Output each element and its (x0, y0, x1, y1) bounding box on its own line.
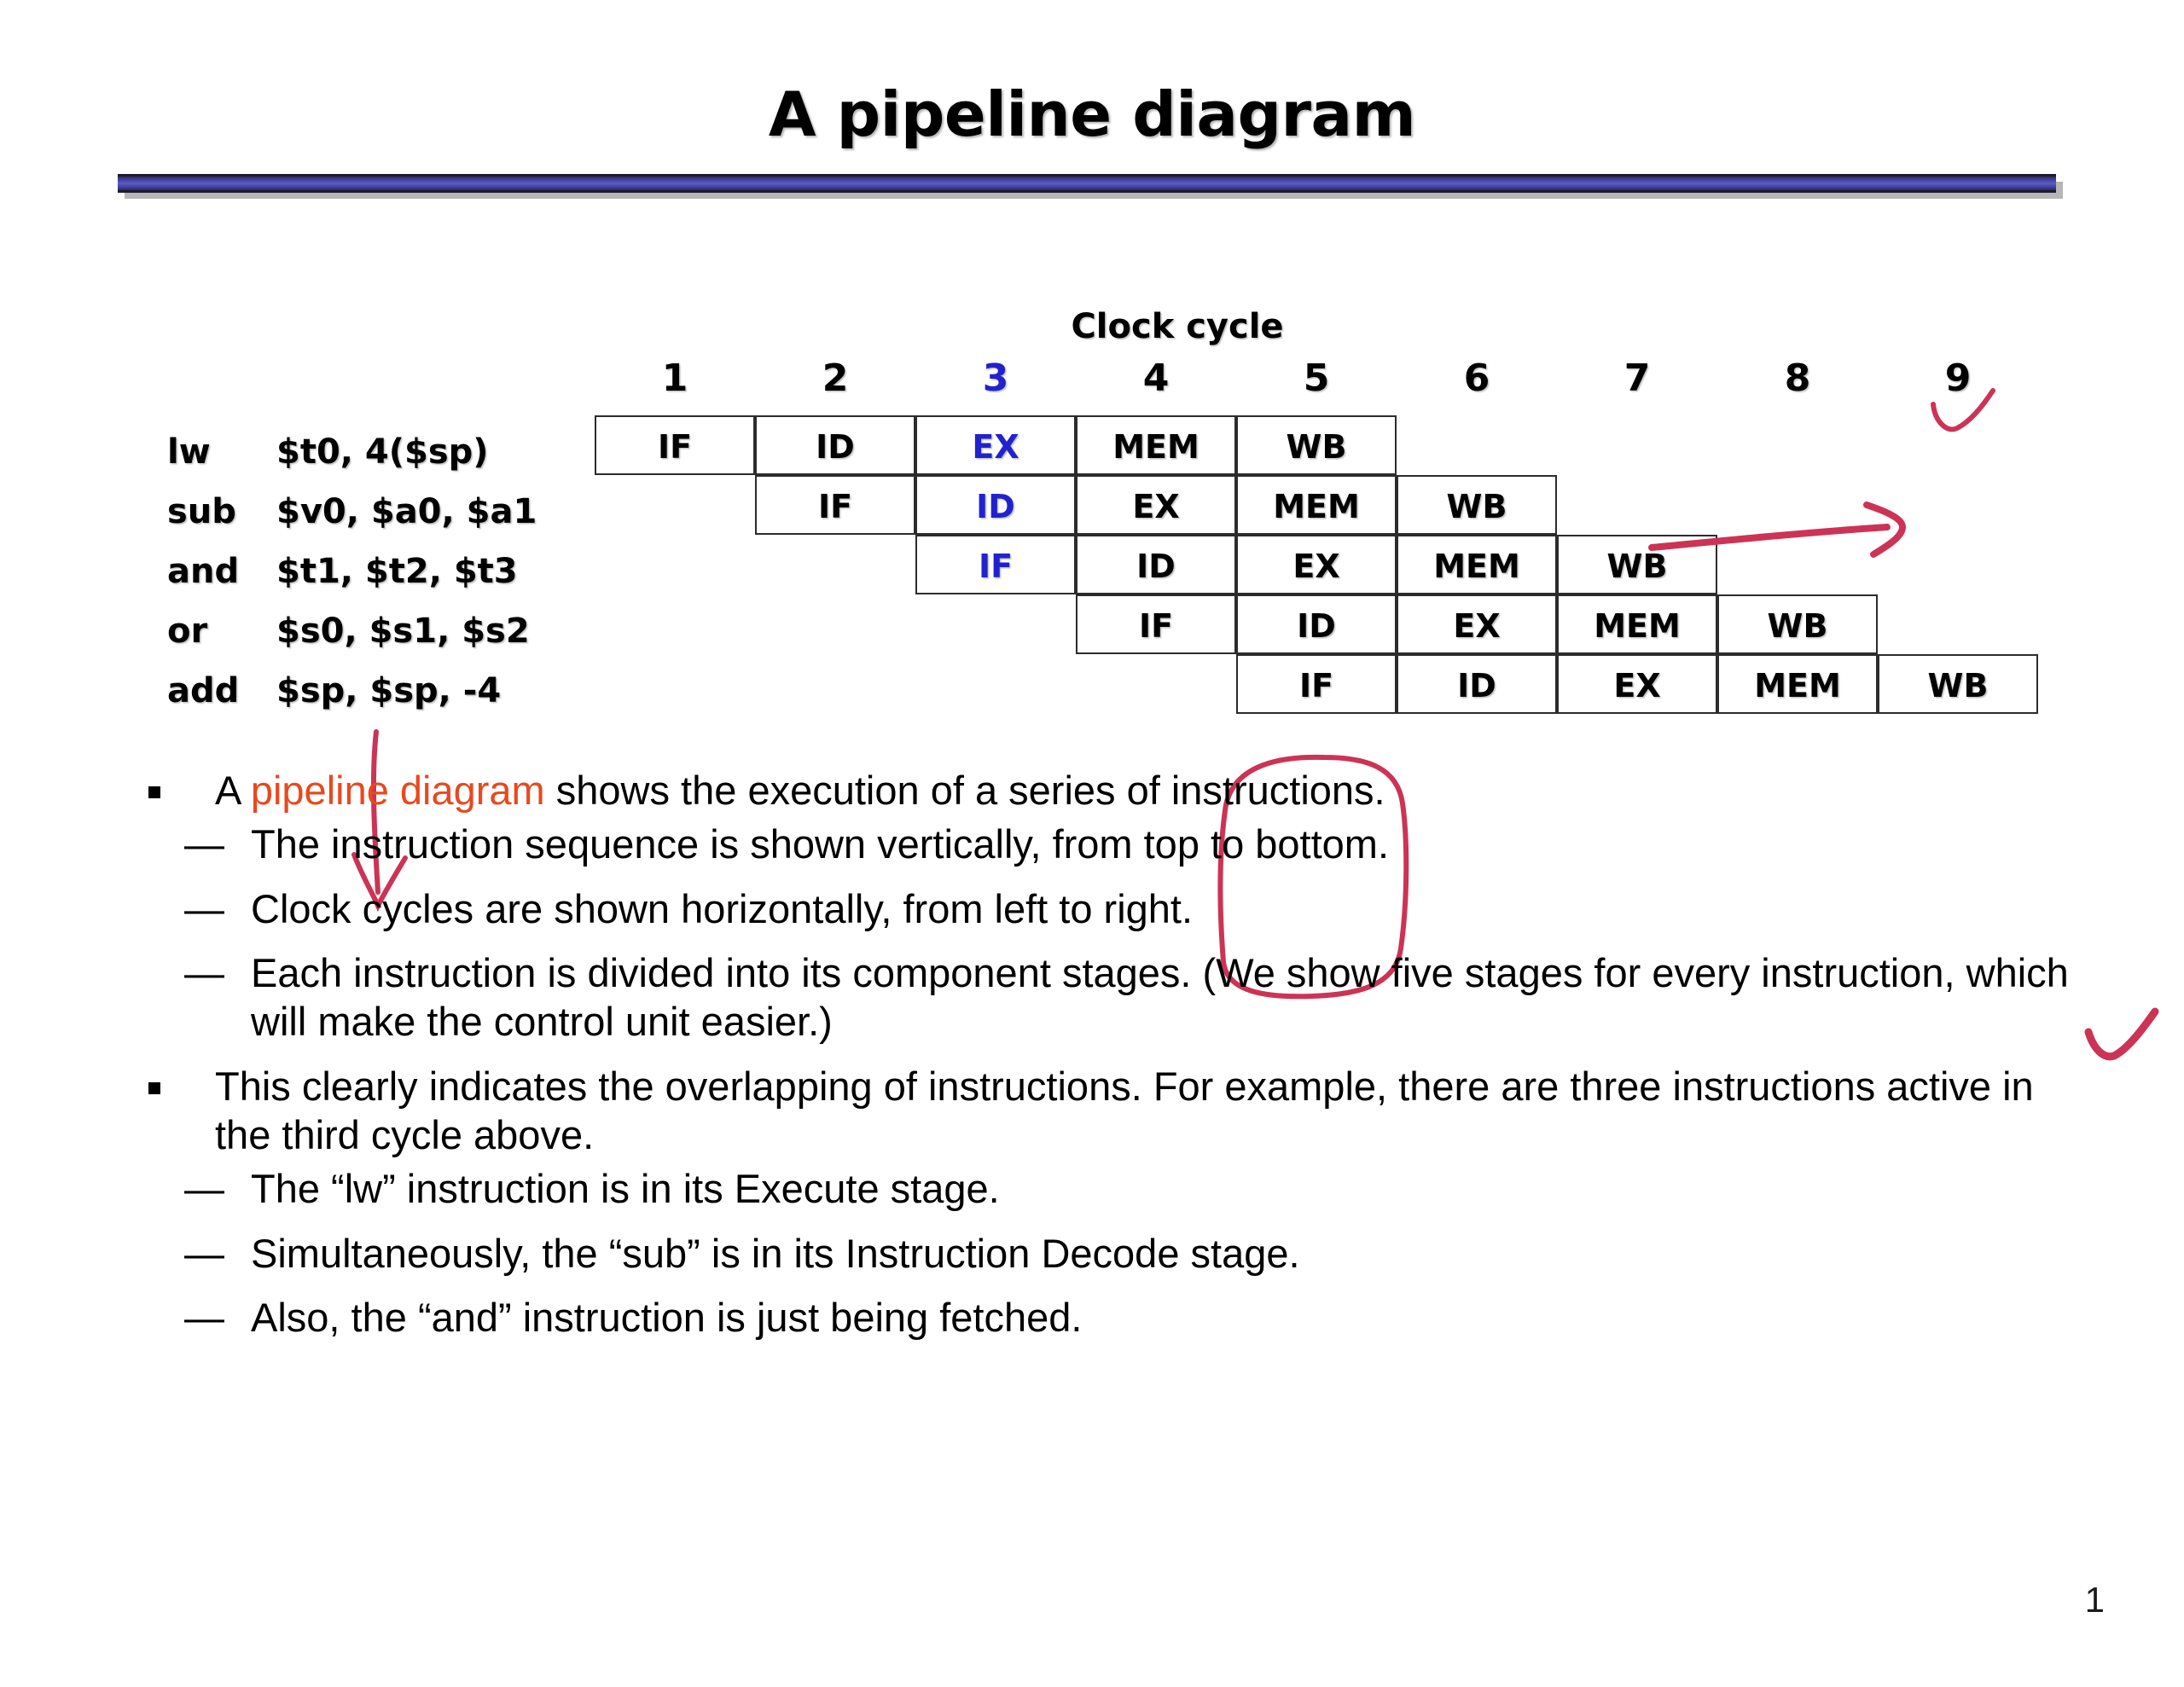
bullet-level1: This clearly indicates the overlapping o… (136, 1062, 2099, 1160)
instruction-operands: $v0, $a0, $a1 (276, 492, 537, 531)
bullet-square-icon (148, 786, 160, 798)
pipeline-stage-cell: WB (1878, 654, 2038, 714)
divider-bar (118, 174, 2056, 193)
bullet-square-icon (148, 1081, 160, 1094)
cycle-number-9: 9 (1944, 357, 1972, 400)
pipeline-stage-cell: EX (1557, 654, 1717, 714)
instruction-row: sub $v0, $a0, $a1 (167, 482, 537, 542)
cycle-number-1: 1 (661, 357, 688, 400)
cycle-number-4: 4 (1142, 357, 1170, 400)
pipeline-stage-cell: ID (1397, 654, 1557, 714)
instruction-row: add $sp, $sp, -4 (167, 661, 537, 721)
pipeline-stage-cell: ID (1076, 535, 1236, 594)
bullet-level2: — Each instruction is divided into its c… (136, 948, 2099, 1046)
cycle-number-3: 3 (982, 357, 1009, 400)
instruction-row: lw $t0, 4($sp) (167, 422, 537, 482)
bullet-text-accent: pipeline diagram (250, 768, 545, 813)
pipeline-stage-cell: EX (915, 415, 1076, 475)
body-content: A pipeline diagram shows the execution o… (136, 766, 2099, 1357)
em-dash-icon: — (184, 949, 224, 995)
bullet-text: Simultaneously, the “sub” is in its Inst… (251, 1230, 1300, 1276)
instruction-row: or $s0, $s1, $s2 (167, 601, 537, 661)
em-dash-icon: — (184, 1166, 224, 1212)
pipeline-stage-cell: WB (1397, 475, 1557, 535)
em-dash-icon: — (184, 1294, 224, 1340)
bullet-level2: — Simultaneously, the “sub” is in its In… (136, 1229, 2099, 1278)
cycle-number-6: 6 (1463, 357, 1490, 400)
bullet-text-post: shows the execution of a series of instr… (544, 768, 1385, 813)
pipeline-stage-cell: IF (1076, 594, 1236, 654)
bullet-level2: — The “lw” instruction is in its Execute… (136, 1164, 2099, 1213)
pipeline-stage-cell: WB (1717, 594, 1878, 654)
pipeline-stage-cell: IF (915, 535, 1076, 594)
instruction-operands: $t0, 4($sp) (276, 432, 489, 472)
bullet-level2: — Clock cycles are shown horizontally, f… (136, 884, 2099, 933)
pipeline-stage-cell: EX (1076, 475, 1236, 535)
bullet-text-pre: A (215, 768, 251, 813)
pipeline-stage-cell: ID (915, 475, 1076, 535)
pipeline-stage-cell: IF (595, 415, 755, 475)
bullet-text: This clearly indicates the overlapping o… (215, 1063, 2034, 1157)
em-dash-icon: — (184, 1230, 224, 1276)
instruction-opcode: add (167, 671, 240, 710)
bullet-level2: — Also, the “and” instruction is just be… (136, 1293, 2099, 1342)
pipeline-stage-cell: IF (755, 475, 915, 535)
em-dash-icon: — (184, 885, 224, 931)
title-divider (118, 174, 2063, 199)
instruction-opcode: or (167, 612, 208, 651)
clock-cycle-label: Clock cycle (1071, 307, 1284, 346)
bullet-level2: — The instruction sequence is shown vert… (136, 820, 2099, 868)
pipeline-stage-cell: WB (1557, 535, 1717, 594)
pipeline-stage-cell: MEM (1557, 594, 1717, 654)
bullet-text: Also, the “and” instruction is just bein… (251, 1294, 1083, 1340)
pipeline-stage-cell: MEM (1076, 415, 1236, 475)
pipeline-stage-cell: IF (1236, 654, 1397, 714)
pipeline-stage-cell: MEM (1236, 475, 1397, 535)
instruction-opcode: lw (167, 432, 211, 472)
instruction-operands: $s0, $s1, $s2 (276, 612, 530, 651)
pipeline-stage-cell: MEM (1397, 535, 1557, 594)
pipeline-stage-cell: EX (1236, 535, 1397, 594)
instruction-opcode: sub (167, 492, 236, 531)
bullet-text: The “lw” instruction is in its Execute s… (251, 1166, 1000, 1212)
page-title: A pipeline diagram (768, 78, 1416, 150)
instruction-list: lw $t0, 4($sp) sub $v0, $a0, $a1 and $t1, $t2… (167, 422, 537, 721)
instruction-opcode: and (167, 552, 240, 591)
cycle-number-5: 5 (1303, 357, 1330, 400)
pipeline-stage-cell: ID (755, 415, 915, 475)
pipeline-stage-cell: WB (1236, 415, 1397, 475)
instruction-operands: $sp, $sp, -4 (276, 671, 502, 710)
bullet-level1: A pipeline diagram shows the execution o… (136, 766, 2099, 815)
bullet-text: The instruction sequence is shown vertic… (251, 821, 1390, 867)
pipeline-stage-cell: EX (1397, 594, 1557, 654)
pipeline-stage-cell: ID (1236, 594, 1397, 654)
cycle-number-7: 7 (1623, 357, 1651, 400)
pipeline-stage-cell: MEM (1717, 654, 1878, 714)
instruction-row: and $t1, $t2, $t3 (167, 542, 537, 601)
cycle-number-8: 8 (1784, 357, 1811, 400)
cycle-number-2: 2 (822, 357, 849, 400)
em-dash-icon: — (184, 821, 224, 867)
bullet-text: Each instruction is divided into its com… (251, 949, 2069, 1045)
bullet-text: Clock cycles are shown horizontally, fro… (251, 885, 1194, 931)
instruction-operands: $t1, $t2, $t3 (276, 552, 518, 591)
page-number: 1 (2084, 1580, 2105, 1620)
